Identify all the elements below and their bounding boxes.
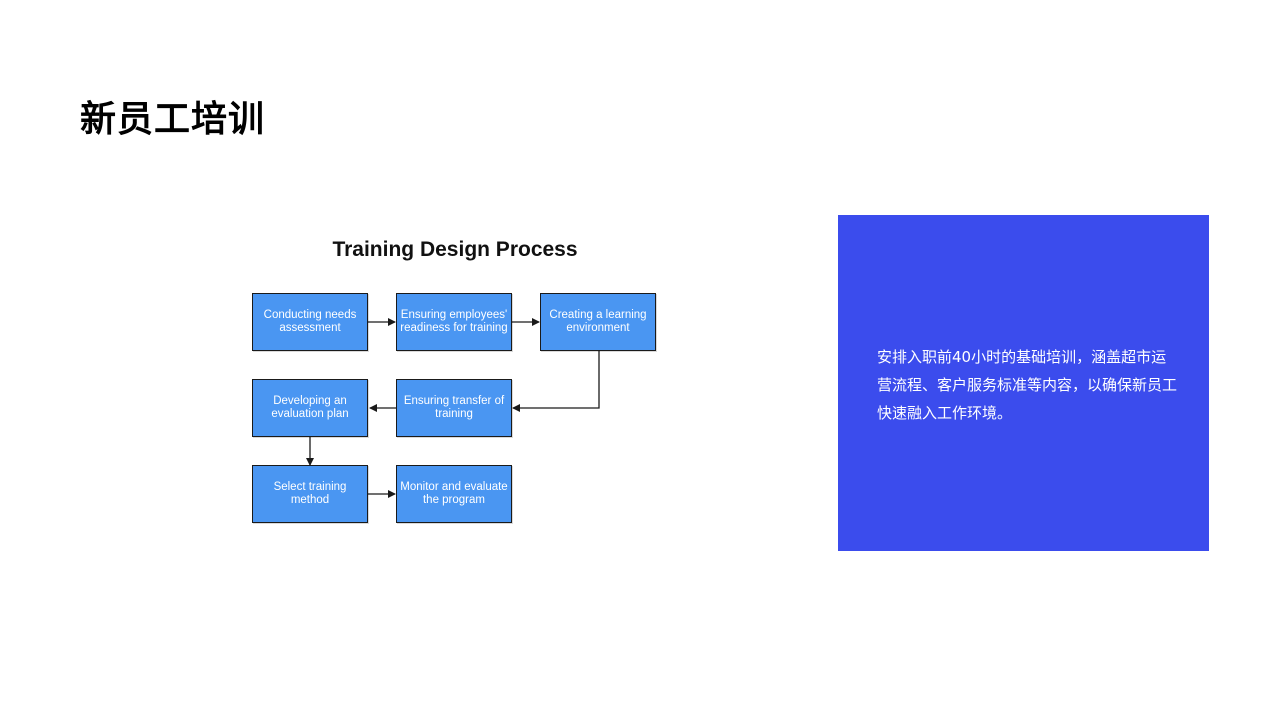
node-ensuring-transfer-of-training: Ensuring transfer of training: [396, 379, 512, 437]
node-label: Select training method: [273, 481, 347, 506]
info-panel: 安排入职前40小时的基础培训，涵盖超市运营流程、客户服务标准等内容，以确保新员工…: [838, 215, 1209, 551]
node-monitor-and-evaluate: Monitor and evaluate the program: [396, 465, 512, 523]
node-label: Ensuring transfer of training: [403, 395, 505, 420]
info-text: 安排入职前40小时的基础培训，涵盖超市运营流程、客户服务标准等内容，以确保新员工…: [877, 348, 1178, 422]
page-title: 新员工培训: [80, 99, 266, 140]
training-design-process-diagram: Training Design Process Conducting needs…: [240, 230, 670, 540]
node-developing-evaluation-plan: Developing an evaluation plan: [252, 379, 368, 437]
node-label: Developing an evaluation plan: [271, 395, 349, 420]
node-conducting-needs-assessment: Conducting needs assessment: [252, 293, 368, 351]
edge-n3-n4: [512, 351, 600, 412]
node-label: Ensuring employees' readiness for traini…: [400, 309, 508, 334]
diagram-connectors: [306, 318, 600, 498]
diagram-title: Training Design Process: [332, 238, 578, 261]
node-label: Monitor and evaluate the program: [400, 481, 508, 506]
node-label: Creating a learning environment: [549, 309, 647, 334]
node-label: Conducting needs assessment: [263, 309, 357, 334]
node-select-training-method: Select training method: [252, 465, 368, 523]
node-ensuring-employees-readiness: Ensuring employees' readiness for traini…: [396, 293, 512, 351]
node-creating-learning-environment: Creating a learning environment: [540, 293, 656, 351]
